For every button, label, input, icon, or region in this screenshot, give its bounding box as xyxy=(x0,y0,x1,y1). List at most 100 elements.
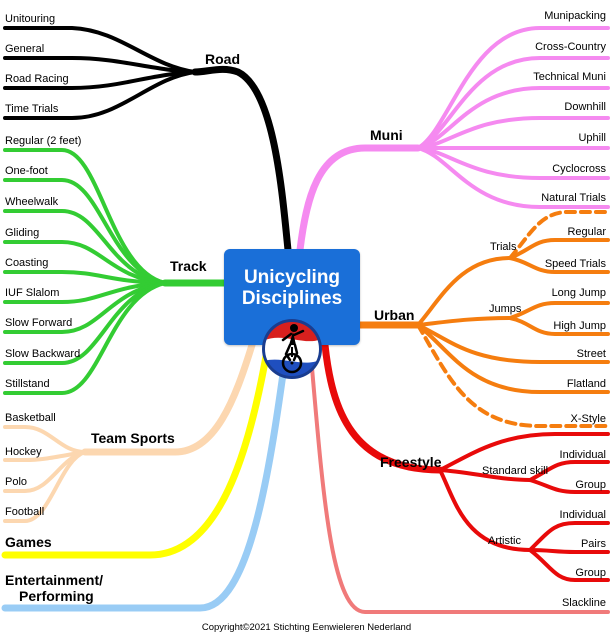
muni-link-2 xyxy=(416,56,610,150)
urban-trials-dashed xyxy=(508,210,610,260)
team-sports-link-4 xyxy=(3,450,87,523)
track-link-2 xyxy=(3,178,167,285)
entertainment-label-line2: Performing xyxy=(19,588,94,604)
road-link-road-racing xyxy=(3,70,197,90)
team-sports-leaf-3: Polo xyxy=(5,476,27,488)
freestyle-trunk xyxy=(321,341,444,474)
track-leaf-4: Gliding xyxy=(5,227,39,239)
freestyle-standard-group xyxy=(528,478,610,494)
track-label: Track xyxy=(170,258,207,274)
games-line xyxy=(1,341,272,559)
road-branch-lines xyxy=(3,26,292,254)
freestyle-artistic-pairs xyxy=(528,548,610,554)
road-link-unitouring xyxy=(3,26,197,74)
muni-leaf-6: Cyclocross xyxy=(552,163,606,175)
freestyle-label: Freestyle xyxy=(380,454,442,470)
center-node: Unicycling Disciplines xyxy=(224,249,360,345)
track-link-3 xyxy=(3,209,167,285)
muni-link-4 xyxy=(416,116,610,150)
urban-trials-label: Trials xyxy=(490,241,517,253)
muni-link-3 xyxy=(416,86,610,150)
freestyle-standard-label: Standard skill xyxy=(482,465,548,477)
track-link-4 xyxy=(3,240,167,285)
muni-leaf-2: Cross-Country xyxy=(535,41,606,53)
urban-jumps-long xyxy=(508,301,610,320)
freestyle-link-xstyle xyxy=(438,432,610,472)
track-leaf-1: Regular (2 feet) xyxy=(5,135,81,147)
freestyle-artistic-leaf-3: Group xyxy=(575,567,606,579)
urban-jumps-high xyxy=(508,316,610,336)
muni-link-6 xyxy=(416,146,610,180)
track-link-6 xyxy=(3,281,167,304)
track-branch-lines xyxy=(3,148,228,395)
road-label: Road xyxy=(205,51,240,67)
muni-link-1 xyxy=(416,26,610,150)
center-title: Unicycling Disciplines xyxy=(224,267,360,309)
track-leaf-2: One-foot xyxy=(5,165,48,177)
team-sports-label: Team Sports xyxy=(91,430,175,446)
urban-trials-leaf-2: Speed Trials xyxy=(545,258,607,270)
urban-trials-leaf-1: Regular xyxy=(567,226,606,238)
track-leaf-8: Slow Backward xyxy=(5,348,80,360)
muni-branch-lines xyxy=(296,26,610,254)
center-title-line1: Unicycling xyxy=(243,267,341,288)
muni-leaf-4: Downhill xyxy=(564,101,606,113)
muni-leaf-1: Munipacking xyxy=(544,10,606,22)
urban-trials-speed xyxy=(508,256,610,274)
center-title-line2: Disciplines xyxy=(241,288,343,309)
freestyle-standard-link xyxy=(438,468,532,482)
track-link-9 xyxy=(3,281,167,395)
slackline-line xyxy=(308,343,610,614)
road-link-general xyxy=(3,56,197,74)
team-sports-leaf-4: Football xyxy=(5,506,44,518)
freestyle-artistic-individual xyxy=(528,521,610,552)
urban-leaf-street: Street xyxy=(577,348,606,360)
road-link-time-trials xyxy=(3,70,197,120)
muni-leaf-5: Uphill xyxy=(578,132,606,144)
muni-trunk xyxy=(296,144,422,254)
freestyle-standard-individual xyxy=(528,460,610,482)
team-sports-branch-lines xyxy=(3,341,256,523)
freestyle-standard-leaf-1: Individual xyxy=(560,449,606,461)
urban-leaf-xstyle: X-Style xyxy=(571,413,606,425)
team-sports-leaf-2: Hockey xyxy=(5,446,42,458)
team-sports-leaf-1: Basketball xyxy=(5,412,56,424)
team-sports-link-1 xyxy=(3,425,87,454)
urban-jumps-leaf-1: Long Jump xyxy=(552,287,606,299)
freestyle-artistic-leaf-1: Individual xyxy=(560,509,606,521)
road-leaf-4: Time Trials xyxy=(5,103,59,115)
track-leaf-6: IUF Slalom xyxy=(5,287,59,299)
slackline-label: Slackline xyxy=(562,597,606,609)
games-label: Games xyxy=(5,534,52,550)
road-leaf-2: General xyxy=(5,43,44,55)
copyright-text: Copyright©2021 Stichting Eenwieleren Ned… xyxy=(201,622,412,633)
muni-leaf-3: Technical Muni xyxy=(533,71,606,83)
freestyle-branch-lines xyxy=(321,341,610,582)
road-leaf-1: Unitouring xyxy=(5,13,55,25)
muni-leaf-7: Natural Trials xyxy=(541,192,606,204)
track-leaf-3: Wheelwalk xyxy=(5,196,59,208)
freestyle-artistic-link xyxy=(438,468,532,552)
muni-label: Muni xyxy=(370,127,403,143)
entertainment-label-line1: Entertainment/ xyxy=(5,572,103,588)
freestyle-artistic-group xyxy=(528,548,610,582)
track-link-5 xyxy=(3,270,167,285)
track-leaf-9: Stillstand xyxy=(5,378,50,390)
urban-trials-regular xyxy=(508,238,610,260)
urban-link-flatland xyxy=(416,323,610,394)
track-leaf-7: Slow Forward xyxy=(5,317,72,329)
urban-link-street xyxy=(416,323,610,364)
unicycle-logo-icon xyxy=(262,319,322,379)
urban-jumps-label: Jumps xyxy=(489,303,522,315)
freestyle-artistic-leaf-2: Pairs xyxy=(581,538,607,550)
road-leaf-3: Road Racing xyxy=(5,73,69,85)
urban-leaf-flatland: Flatland xyxy=(567,378,606,390)
urban-branch-lines xyxy=(356,210,610,428)
urban-jumps-link xyxy=(416,316,512,327)
urban-jumps-leaf-2: High Jump xyxy=(553,320,606,332)
freestyle-standard-leaf-2: Group xyxy=(575,479,606,491)
urban-xstyle-dashed xyxy=(416,323,610,428)
freestyle-artistic-label: Artistic xyxy=(488,535,522,547)
team-sports-trunk xyxy=(81,341,256,456)
